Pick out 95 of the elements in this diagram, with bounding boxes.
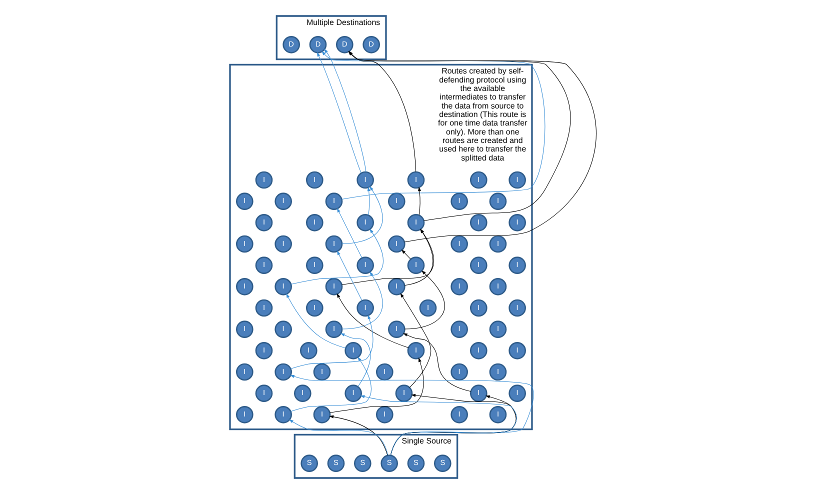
- arrow: [290, 228, 383, 285]
- node-circle: I: [312, 363, 330, 381]
- node-circle: D: [362, 36, 380, 54]
- node-circle: I: [306, 214, 323, 232]
- node-circle: I: [254, 384, 272, 402]
- node-circle: I: [388, 192, 405, 210]
- arrow: [336, 208, 362, 258]
- node-circle: I: [406, 214, 424, 232]
- node-circle: I: [344, 384, 362, 402]
- node-circle: I: [469, 299, 487, 317]
- arrow: [400, 250, 410, 260]
- node-circle: I: [488, 363, 506, 381]
- node-circle: I: [356, 256, 374, 274]
- node-circle: I: [356, 214, 374, 232]
- node-circle: I: [306, 256, 323, 274]
- node-circle: I: [324, 192, 342, 210]
- arrow: [341, 272, 382, 330]
- node-circle: I: [376, 406, 393, 424]
- node-circle: I: [274, 278, 292, 296]
- node-circle: I: [324, 278, 342, 296]
- node-circle: I: [508, 214, 526, 232]
- arrow: [316, 52, 361, 174]
- node-circle: I: [324, 235, 342, 253]
- node-circle: D: [336, 36, 353, 54]
- node-circle: I: [508, 384, 526, 402]
- node-circle: I: [418, 299, 436, 317]
- node-circle: S: [406, 454, 424, 472]
- node-circle: S: [300, 454, 318, 472]
- arrow: [290, 356, 371, 412]
- node-circle: I: [508, 256, 526, 274]
- node-circle: I: [508, 342, 526, 360]
- node-circle: I: [254, 299, 272, 317]
- arrow: [404, 270, 444, 330]
- node-circle: I: [450, 278, 468, 296]
- node-circle: I: [344, 342, 362, 360]
- node-circle: I: [236, 278, 253, 296]
- node-circle: I: [254, 256, 272, 274]
- node-circle: I: [300, 342, 317, 360]
- node-circle: I: [388, 320, 405, 338]
- node-circle: I: [312, 406, 330, 424]
- node-circle: I: [450, 235, 468, 253]
- node-circle: I: [450, 363, 468, 381]
- node-circle: I: [274, 235, 292, 253]
- node-circle: I: [236, 235, 253, 253]
- node-circle: I: [488, 320, 506, 338]
- arrow: [336, 293, 408, 348]
- node-circle: I: [508, 171, 526, 189]
- node-circle: I: [274, 192, 292, 210]
- node-circle: S: [433, 454, 451, 472]
- arrow: [290, 314, 373, 370]
- node-circle: I: [254, 342, 272, 360]
- arrow: [340, 333, 370, 387]
- arrow: [286, 293, 346, 348]
- arrow: [400, 293, 431, 388]
- node-circle: I: [356, 299, 374, 317]
- node-circle: I: [294, 384, 311, 402]
- arrow: [341, 186, 382, 244]
- node-circle: I: [356, 171, 374, 189]
- node-circle: I: [274, 363, 292, 381]
- node-circle: I: [236, 363, 253, 381]
- node-circle: S: [380, 454, 398, 472]
- node-circle: S: [326, 454, 344, 472]
- node-circle: I: [469, 342, 487, 360]
- node-circle: I: [488, 192, 506, 210]
- node-circle: I: [236, 320, 253, 338]
- node-circle: I: [488, 235, 506, 253]
- arrow: [402, 333, 470, 392]
- node-circle: S: [354, 454, 371, 472]
- node-circle: I: [469, 214, 487, 232]
- node-circle: I: [450, 320, 468, 338]
- arrow: [417, 186, 421, 216]
- node-circle: I: [274, 406, 292, 424]
- node-circle: I: [324, 320, 342, 338]
- arrow: [328, 415, 388, 456]
- node-circle: I: [236, 192, 253, 210]
- node-circle: I: [388, 278, 405, 296]
- node-circle: I: [469, 256, 487, 274]
- node-circle: I: [376, 363, 393, 381]
- node-circle: I: [254, 171, 272, 189]
- node-circle: I: [469, 171, 487, 189]
- arrow: [366, 186, 370, 216]
- node-circle: I: [306, 299, 323, 317]
- node-circle: D: [282, 36, 300, 54]
- node-circle: I: [450, 192, 468, 210]
- node-circle: I: [306, 171, 323, 189]
- arrow: [329, 358, 424, 414]
- node-circle: I: [508, 299, 526, 317]
- node-circle: I: [406, 171, 424, 189]
- node-circle: I: [254, 214, 272, 232]
- node-circle: I: [236, 406, 253, 424]
- node-circle: I: [274, 320, 292, 338]
- arrow: [336, 250, 362, 301]
- node-circle: I: [406, 342, 424, 360]
- node-circle: I: [488, 278, 506, 296]
- arrow: [288, 419, 388, 456]
